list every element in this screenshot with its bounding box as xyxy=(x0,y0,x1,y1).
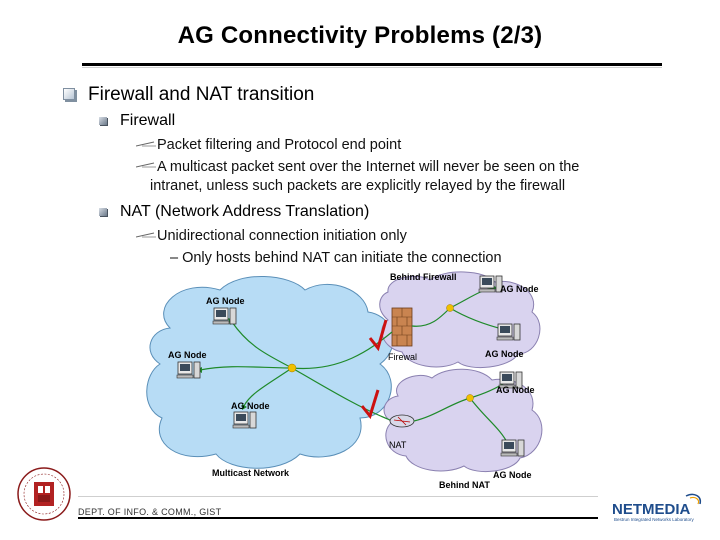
title-underline-shadow xyxy=(82,67,662,68)
netmedia-logo: NETMEDIA Bestrun Integrated Networks Lab… xyxy=(612,493,702,522)
nat-label: NAT xyxy=(389,440,407,450)
nat-check-icon xyxy=(360,389,380,420)
nat-point-1: Unidirectional connection initiation onl… xyxy=(157,228,407,244)
dash-bullet-icon xyxy=(136,162,156,168)
title-underline xyxy=(82,63,662,66)
firewall-label: Firewal xyxy=(388,352,417,362)
footer-divider-top xyxy=(78,496,598,497)
ag-node-mid-label: AG Node xyxy=(231,401,270,411)
ag-node-left-label: AG Node xyxy=(168,350,207,360)
level1-bullet-icon xyxy=(63,88,75,100)
ag-node-mid-icon xyxy=(232,411,257,429)
level2-bullet-icon xyxy=(99,117,107,125)
multicast-cloud xyxy=(146,275,394,469)
dash-bullet-icon xyxy=(136,141,156,147)
level1-text: Firewall and NAT transition xyxy=(88,84,315,105)
ag-node-right-label: AG Node xyxy=(485,349,524,359)
ag-node-nat1-label: AG Node xyxy=(496,385,535,395)
ag-node-right-icon xyxy=(496,323,521,341)
logo-subtext: Bestrun Integrated Networks Laboratory xyxy=(614,517,695,522)
slide-title: AG Connectivity Problems (2/3) xyxy=(177,22,543,49)
logo-text: NETMEDIA xyxy=(612,501,691,518)
firewall-point-2b: intranet, unless such packets are explic… xyxy=(150,178,566,194)
dash-bullet-icon xyxy=(136,232,156,238)
firewall-point-2a: A multicast packet sent over the Interne… xyxy=(157,159,580,175)
firewall-point-1: Packet filtering and Protocol end point xyxy=(157,137,402,153)
network-diagram: Behind Firewall AG Node AG Node AG Node … xyxy=(146,271,543,490)
firewall-check-icon xyxy=(368,319,388,352)
nat-heading: NAT (Network Address Translation) xyxy=(120,203,370,220)
ag-node-fw-icon xyxy=(478,275,503,293)
firewall-heading: Firewall xyxy=(120,112,176,129)
footer-divider xyxy=(78,517,598,519)
multicast-network-label: Multicast Network xyxy=(212,468,290,478)
behind-nat-label: Behind NAT xyxy=(439,480,490,490)
ag-node-nat2-label: AG Node xyxy=(493,470,532,480)
university-seal-icon xyxy=(17,467,71,521)
ag-node-top-label: AG Node xyxy=(206,296,245,306)
level2-bullet-icon xyxy=(99,208,107,216)
ag-node-top-icon xyxy=(212,307,237,325)
ag-node-nat2-icon xyxy=(500,439,525,457)
behind-firewall-label: Behind Firewall xyxy=(390,272,457,282)
department-text: DEPT. OF INFO. & COMM., GIST xyxy=(78,507,222,517)
ag-node-left-icon xyxy=(176,361,201,379)
ag-node-fw-label: AG Node xyxy=(500,284,539,294)
nat-point-2: – Only hosts behind NAT can initiate the… xyxy=(170,250,502,266)
